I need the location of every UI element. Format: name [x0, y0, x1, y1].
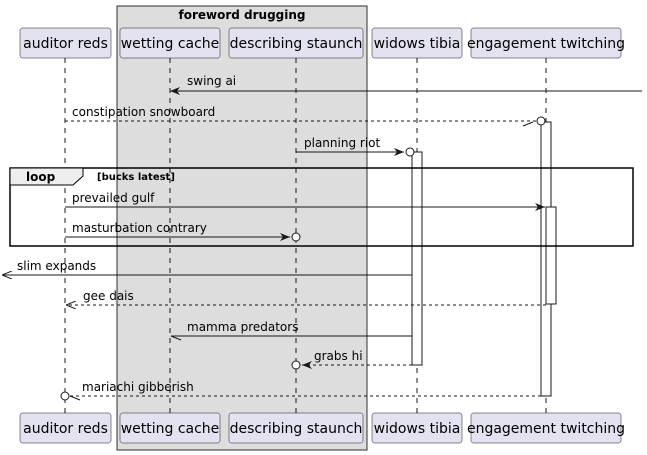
message-label-slim-expands: slim expands	[17, 259, 96, 273]
participant-top-engagement-twitching-label: engagement twitching	[467, 36, 625, 52]
message-label-planning-riot: planning riot	[304, 136, 380, 150]
activation-widows-tibia	[411, 151, 423, 366]
participant-top-widows-tibia	[371, 27, 463, 59]
participant-top-describing-staunch-label: describing staunch	[230, 36, 363, 52]
participant-bottom-wetting-cache-label: wetting cache	[121, 421, 220, 437]
message-head-mariachi-gibberish	[69, 395, 81, 401]
participant-top-wetting-cache-label: wetting cache	[121, 36, 220, 52]
participant-bottom-engagement-twitching-label: engagement twitching	[467, 421, 625, 437]
participant-top-widows-tibia-label: widows tibia	[374, 36, 461, 52]
participant-bottom-widows-tibia	[371, 412, 463, 444]
loop-keyword: loop	[26, 170, 56, 184]
message-label-mariachi-gibberish: mariachi gibberish	[82, 380, 194, 394]
message-label-grabs-hi: grabs hi	[314, 349, 363, 363]
group-box	[116, 5, 368, 451]
message-label-constipation-snowboard: constipation snowboard	[72, 105, 215, 119]
loop-condition: [bucks latest]	[97, 172, 175, 183]
message-endpoint-mariachi-gibberish	[60, 391, 70, 401]
message-label-gee-dais: gee dais	[83, 289, 134, 303]
participant-top-auditor-reds	[19, 27, 112, 59]
participant-bottom-auditor-reds-label: auditor reds	[23, 421, 108, 437]
participant-bottom-wetting-cache	[119, 412, 221, 444]
loop-label-tab	[9, 167, 84, 186]
message-endpoint-masturbation-contrary	[291, 232, 301, 242]
activation-engagement-inner	[545, 206, 557, 305]
participant-top-engagement-twitching	[470, 27, 622, 59]
participant-bottom-describing-staunch-label: describing staunch	[230, 421, 363, 437]
group-title: foreword drugging	[178, 8, 305, 22]
participant-top-auditor-reds-label: auditor reds	[23, 36, 108, 52]
message-label-masturbation-contrary: masturbation contrary	[72, 221, 207, 235]
message-head-mamma-predators	[170, 335, 182, 341]
participant-top-describing-staunch	[228, 27, 364, 59]
loop-fragment	[9, 167, 634, 247]
participant-bottom-widows-tibia-label: widows tibia	[374, 421, 461, 437]
message-endpoint-grabs-hi	[291, 360, 301, 370]
message-label-mamma-predators: mamma predators	[187, 320, 298, 334]
message-label-prevailed-gulf: prevailed gulf	[72, 191, 155, 205]
message-endpoint-planning-riot	[405, 147, 415, 157]
participant-bottom-auditor-reds	[19, 412, 112, 444]
participant-bottom-describing-staunch	[228, 412, 364, 444]
participant-bottom-engagement-twitching	[470, 412, 622, 444]
participant-top-wetting-cache	[119, 27, 221, 59]
message-head-constipation-snowboard	[522, 121, 534, 127]
message-label-swing-ai: swing ai	[187, 74, 236, 88]
message-endpoint-constipation-snowboard	[536, 116, 546, 126]
